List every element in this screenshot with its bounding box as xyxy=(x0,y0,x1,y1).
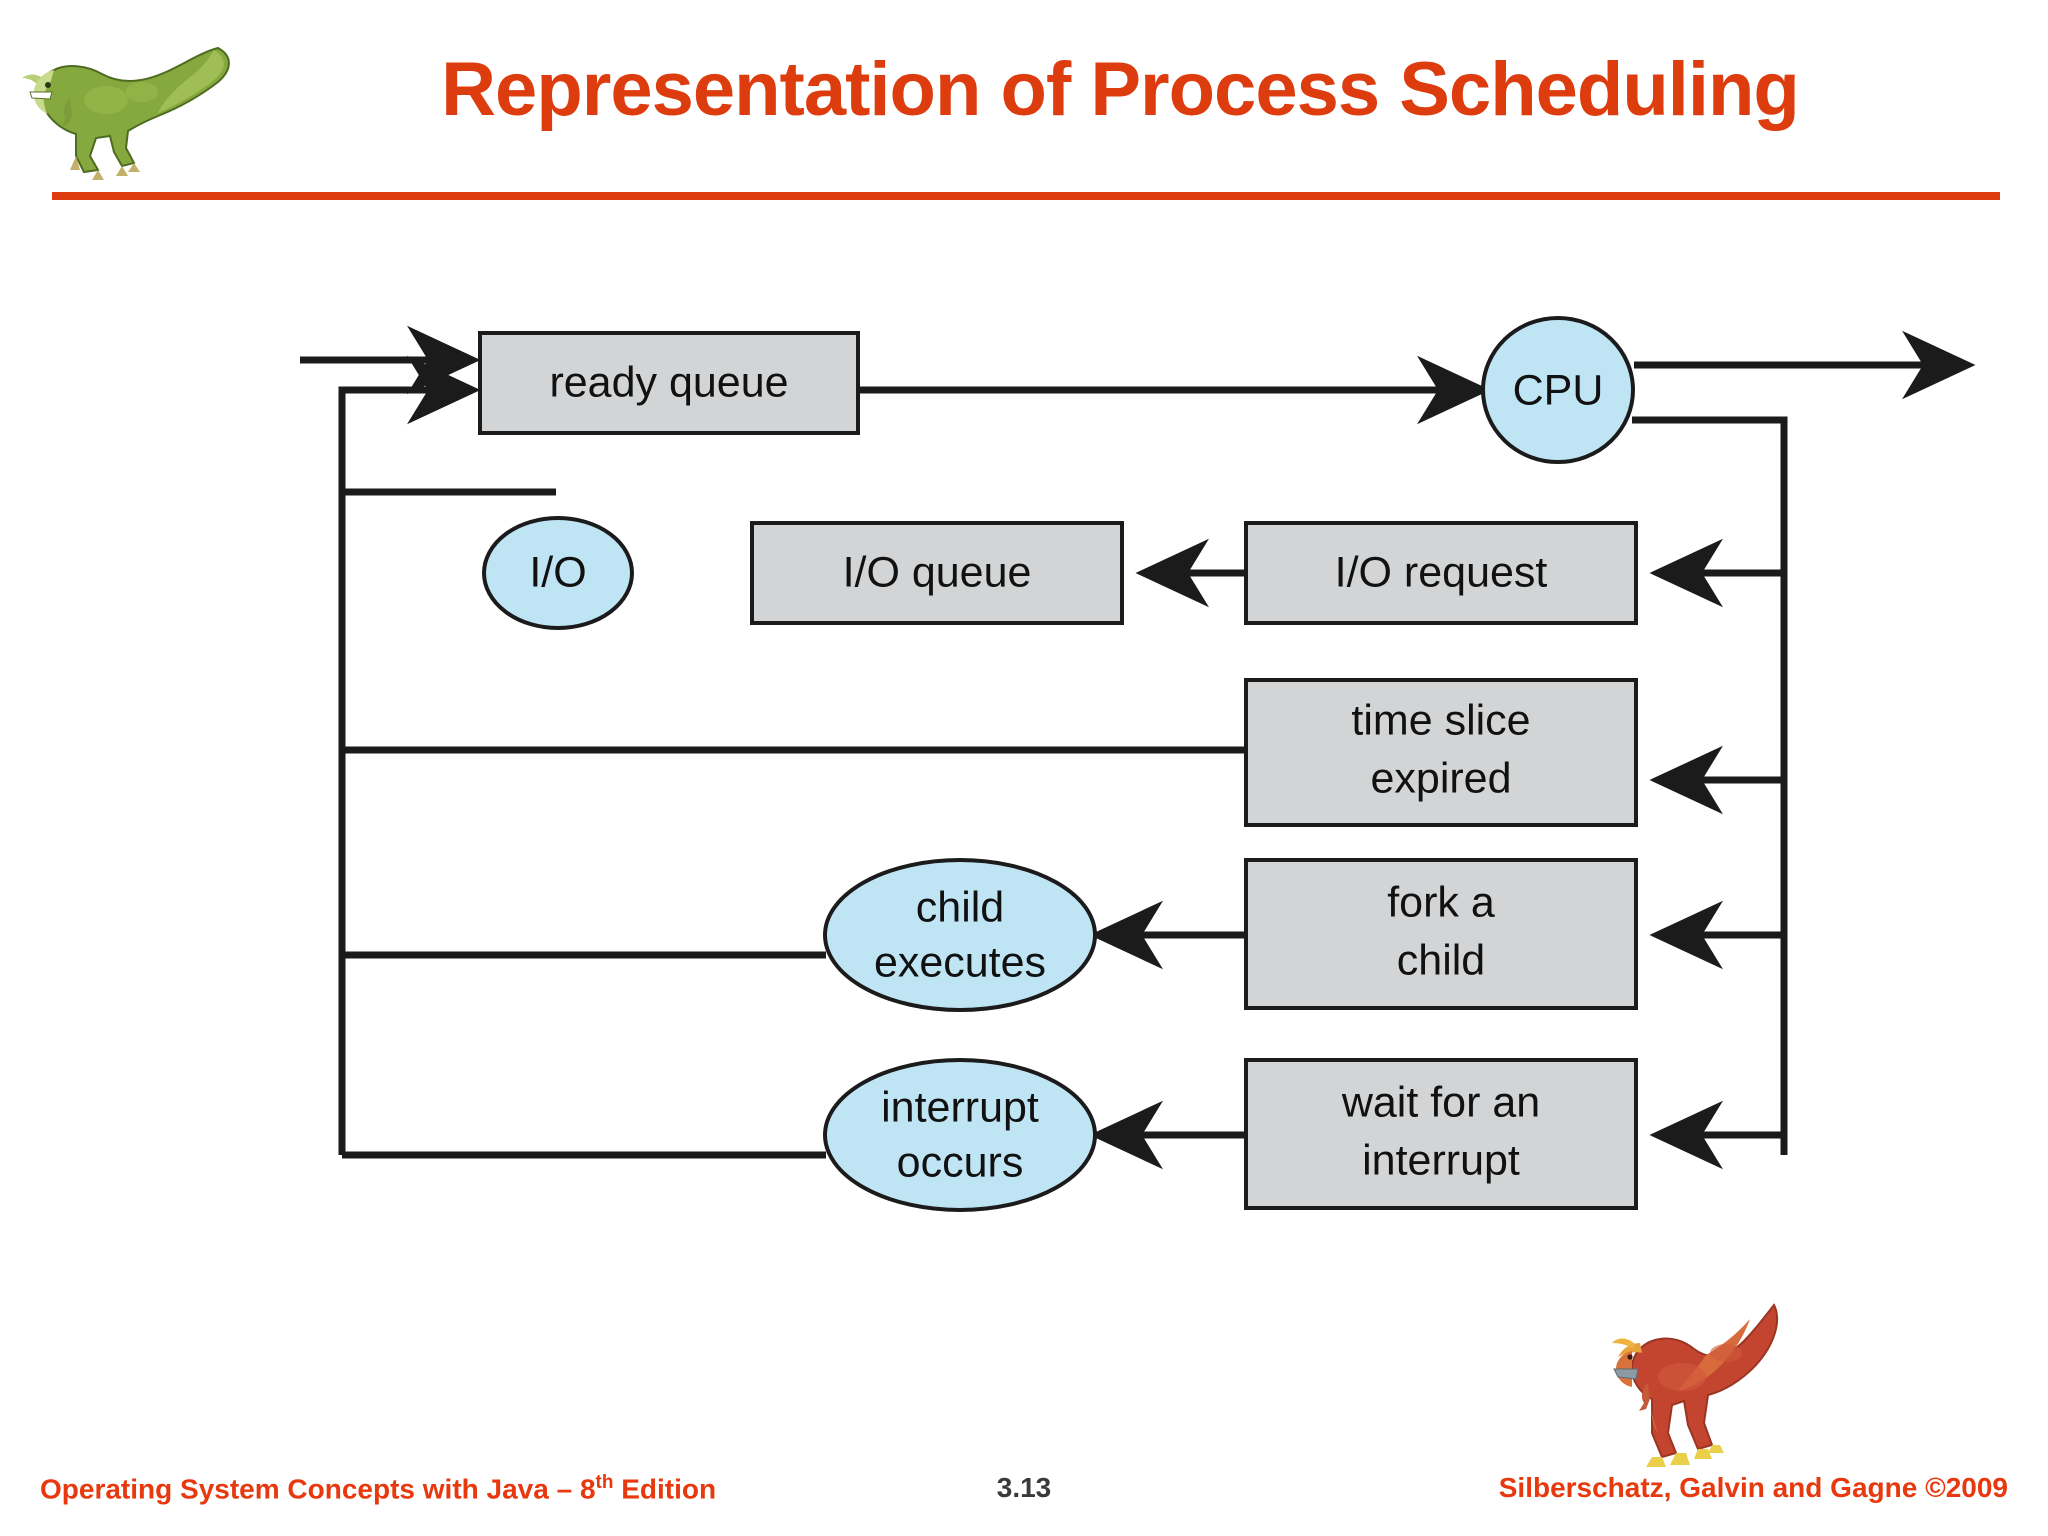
time-slice-label-line1: time slice xyxy=(1351,696,1530,744)
node-ready-queue[interactable]: ready queue xyxy=(478,331,860,435)
node-interrupt-occurs[interactable]: interrupt occurs xyxy=(823,1058,1097,1212)
footer-page-number: 3.13 xyxy=(996,1472,1052,1503)
node-child-executes[interactable]: child executes xyxy=(823,858,1097,1012)
footer-book-title-prefix: Operating System Concepts with Java – 8 xyxy=(40,1473,596,1505)
time-slice-box[interactable] xyxy=(1244,678,1638,827)
io-label: I/O xyxy=(529,548,586,596)
footer-book-title: Operating System Concepts with Java – 8t… xyxy=(40,1472,716,1505)
interrupt-occurs-label-line2: occurs xyxy=(897,1138,1024,1186)
diagram-edges xyxy=(300,325,1976,1170)
io-queue-label: I/O queue xyxy=(843,548,1032,596)
edge-feedback-bus xyxy=(338,355,481,1155)
io-request-label: I/O request xyxy=(1335,548,1548,596)
child-executes-label-line2: executes xyxy=(874,938,1046,986)
child-executes-label-line1: child xyxy=(916,883,1004,931)
process-scheduling-diagram: ready queue CPU I/O I/O queue I/O reques… xyxy=(0,205,2048,1435)
fork-child-box[interactable] xyxy=(1244,858,1638,1010)
slide-footer: Operating System Concepts with Java – 8t… xyxy=(0,1472,2048,1536)
io-ellipse[interactable] xyxy=(482,516,634,630)
node-io-request[interactable]: I/O request xyxy=(1244,521,1638,625)
green-dinosaur-icon xyxy=(22,46,230,180)
node-io[interactable]: I/O xyxy=(482,516,634,630)
fork-child-label-line1: fork a xyxy=(1387,878,1495,926)
time-slice-label-line2: expired xyxy=(1370,754,1511,802)
footer-book-title-suffix: Edition xyxy=(613,1473,717,1505)
interrupt-occurs-ellipse[interactable] xyxy=(823,1058,1097,1212)
footer-copyright: Silberschatz, Galvin and Gagne ©2009 xyxy=(1498,1472,2008,1503)
node-time-slice-expired[interactable]: time slice expired xyxy=(1244,678,1638,827)
child-executes-ellipse[interactable] xyxy=(823,858,1097,1012)
node-cpu[interactable]: CPU xyxy=(1481,316,1635,464)
interrupt-occurs-label-line1: interrupt xyxy=(881,1083,1039,1131)
ready-queue-box[interactable] xyxy=(478,331,860,435)
slide-header: Representation of Process Scheduling xyxy=(0,0,2048,205)
wait-interrupt-label-line1: wait for an xyxy=(1341,1078,1540,1126)
page-title: Representation of Process Scheduling xyxy=(441,47,1800,132)
node-io-queue[interactable]: I/O queue xyxy=(750,521,1124,625)
cpu-label: CPU xyxy=(1513,366,1604,414)
node-wait-for-interrupt[interactable]: wait for an interrupt xyxy=(1244,1058,1638,1210)
title-underline xyxy=(52,192,2000,200)
fork-child-label-line2: child xyxy=(1397,936,1485,984)
io-queue-box[interactable] xyxy=(750,521,1124,625)
node-fork-a-child[interactable]: fork a child xyxy=(1244,858,1638,1010)
wait-interrupt-label-line2: interrupt xyxy=(1362,1136,1520,1184)
edge-cpu-rightbus xyxy=(1632,416,1788,1155)
ready-queue-label: ready queue xyxy=(549,358,788,406)
io-request-box[interactable] xyxy=(1244,521,1638,625)
wait-interrupt-box[interactable] xyxy=(1244,1058,1638,1210)
cpu-ellipse[interactable] xyxy=(1481,316,1635,464)
footer-edition-superscript: th xyxy=(595,1472,614,1493)
red-dinosaur-icon xyxy=(1612,1303,1779,1467)
